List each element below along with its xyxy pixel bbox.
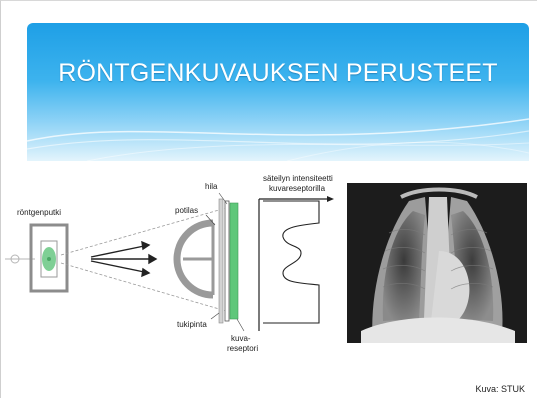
label-patient: potilas	[175, 206, 198, 215]
label-intensity-line2: kuvareseptorilla	[269, 184, 326, 193]
label-grid: hila	[205, 182, 218, 191]
image-credit: Kuva: STUK	[475, 384, 525, 394]
label-intensity-line1: säteilyn intensiteetti	[263, 174, 333, 183]
support-plate	[219, 199, 223, 323]
beam-arrows	[91, 242, 156, 276]
image-receptor	[230, 203, 238, 319]
xray-tube	[5, 225, 67, 291]
label-support: tukipinta	[177, 320, 207, 329]
patient-shape	[177, 223, 213, 295]
label-receptor-line2: reseptori	[227, 344, 258, 353]
label-receptor-line1: kuva-	[231, 334, 251, 343]
anti-scatter-grid	[225, 201, 229, 321]
label-xray-tube: röntgenputki	[17, 208, 61, 217]
chest-xray-image	[347, 183, 527, 343]
intensity-graph	[259, 196, 334, 331]
